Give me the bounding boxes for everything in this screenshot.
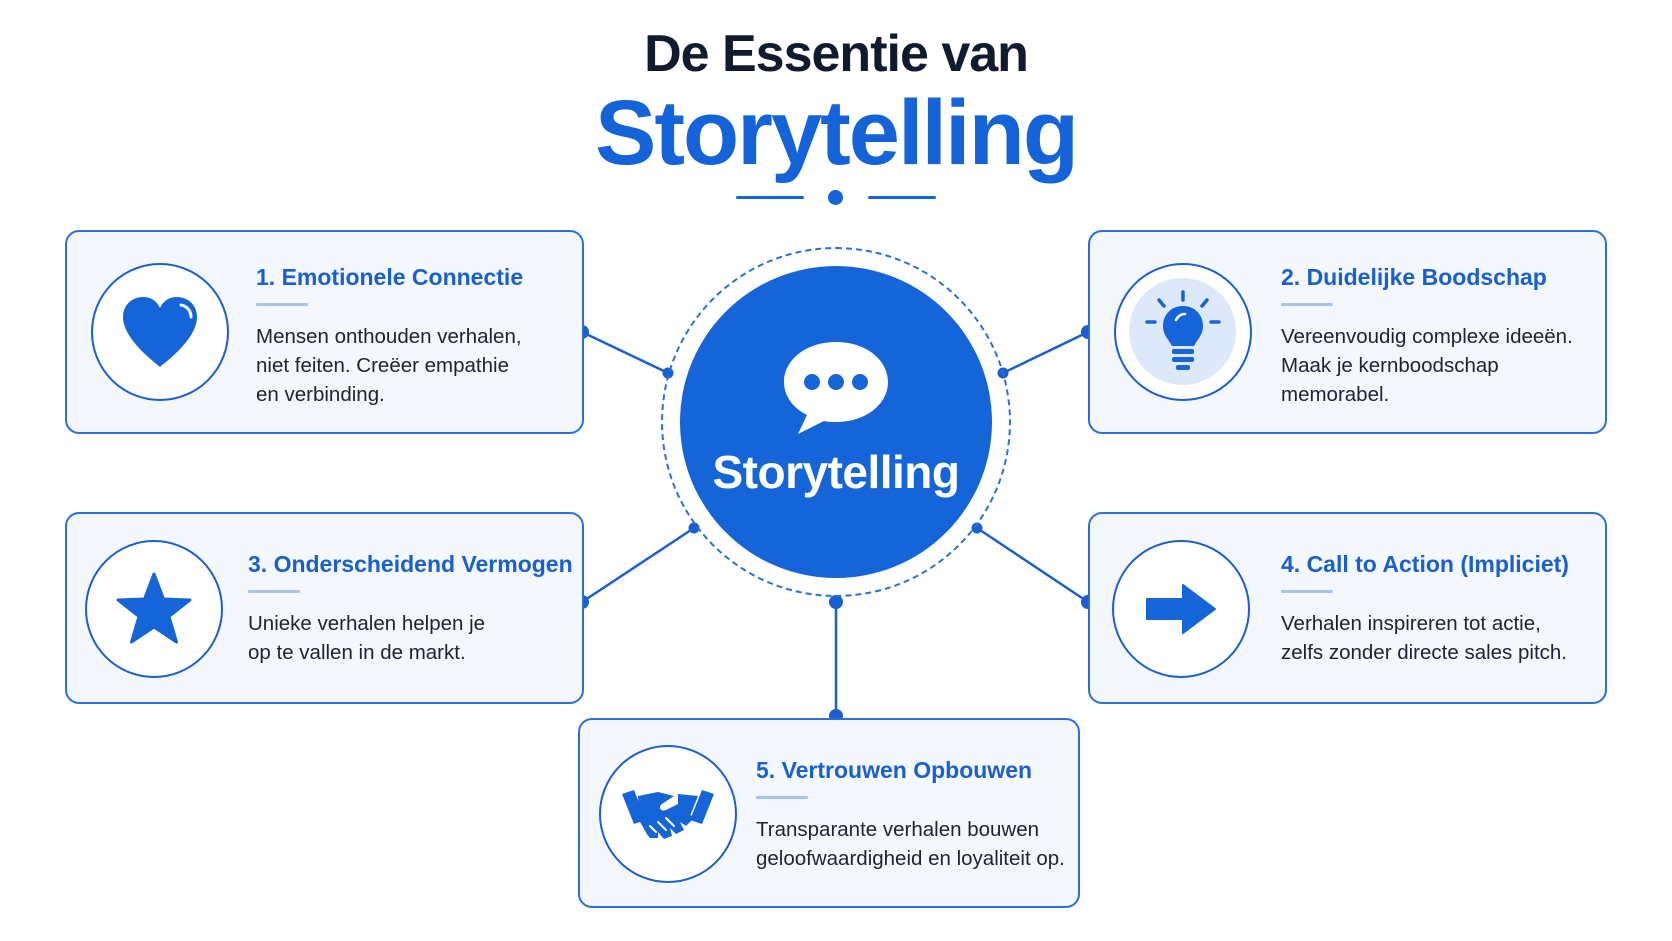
card-onderscheidend-vermogen: 3. Onderscheidend Vermogen Unieke verhal…	[65, 512, 584, 704]
connector-2	[1002, 330, 1089, 375]
card-text-line: niet feiten. Creëer empathie	[256, 354, 509, 377]
card-divider	[1281, 590, 1333, 593]
lightbulb-icon	[1145, 290, 1221, 370]
connector-3	[581, 526, 695, 604]
card-icon-container	[599, 745, 737, 883]
connector-4	[976, 526, 1089, 604]
card-text-line: Transparante verhalen bouwen	[756, 818, 1040, 841]
card-text-line: geloofwaardigheid en loyaliteit op.	[756, 847, 1065, 870]
title-line-2: Storytelling	[594, 82, 1079, 184]
card-text-line: Vereenvoudig complexe ideeën.	[1281, 325, 1573, 348]
card-title: 2. Duidelijke Boodschap	[1281, 264, 1547, 290]
arrow-right-icon	[1146, 584, 1216, 634]
card-text-line: zelfs zonder directe sales pitch.	[1281, 641, 1567, 664]
card-icon-container	[85, 540, 223, 678]
card-icon-container	[91, 263, 229, 401]
title-line-1: De Essentie van	[644, 25, 1029, 83]
card-icon-container	[1112, 540, 1250, 678]
card-icon-container	[1114, 263, 1252, 401]
card-divider	[1281, 303, 1333, 306]
card-divider	[256, 303, 308, 306]
handshake-icon	[622, 790, 714, 839]
center-label: Storytelling	[712, 446, 960, 498]
card-text-line: en verbinding.	[256, 383, 385, 406]
card-text-line: Verhalen inspireren tot actie,	[1281, 612, 1541, 635]
star-icon	[116, 572, 192, 644]
speech-bubble-icon	[784, 342, 888, 434]
card-title: 5. Vertrouwen Opbouwen	[756, 757, 1033, 783]
card-title: 4. Call to Action (Impliciet)	[1281, 551, 1569, 577]
card-text-line: memorabel.	[1281, 383, 1390, 406]
card-call-to-action: 4. Call to Action (Impliciet) Verhalen i…	[1088, 512, 1607, 704]
center-dashed-ring	[661, 247, 1011, 597]
card-divider	[248, 590, 300, 593]
card-text-line: Maak je kernboodschap	[1281, 354, 1499, 377]
card-title: 3. Onderscheidend Vermogen	[248, 551, 573, 577]
card-emotionele-connectie: 1. Emotionele Connectie Mensen onthouden…	[65, 230, 584, 434]
card-text-line: Mensen onthouden verhalen,	[256, 325, 522, 348]
card-duidelijke-boodschap: 2. Duidelijke Boodschap Vereenvoudig com…	[1088, 230, 1607, 434]
card-divider	[756, 796, 808, 799]
connector-1	[581, 330, 669, 375]
card-text-line: Unieke verhalen helpen je	[248, 612, 486, 635]
card-vertrouwen-opbouwen: 5. Vertrouwen Opbouwen Transparante verh…	[578, 718, 1080, 908]
heart-icon	[123, 297, 197, 367]
card-title: 1. Emotionele Connectie	[256, 264, 524, 290]
title-divider	[736, 188, 936, 208]
card-text-line: op te vallen in de markt.	[248, 641, 466, 664]
connector-dot	[829, 595, 843, 609]
